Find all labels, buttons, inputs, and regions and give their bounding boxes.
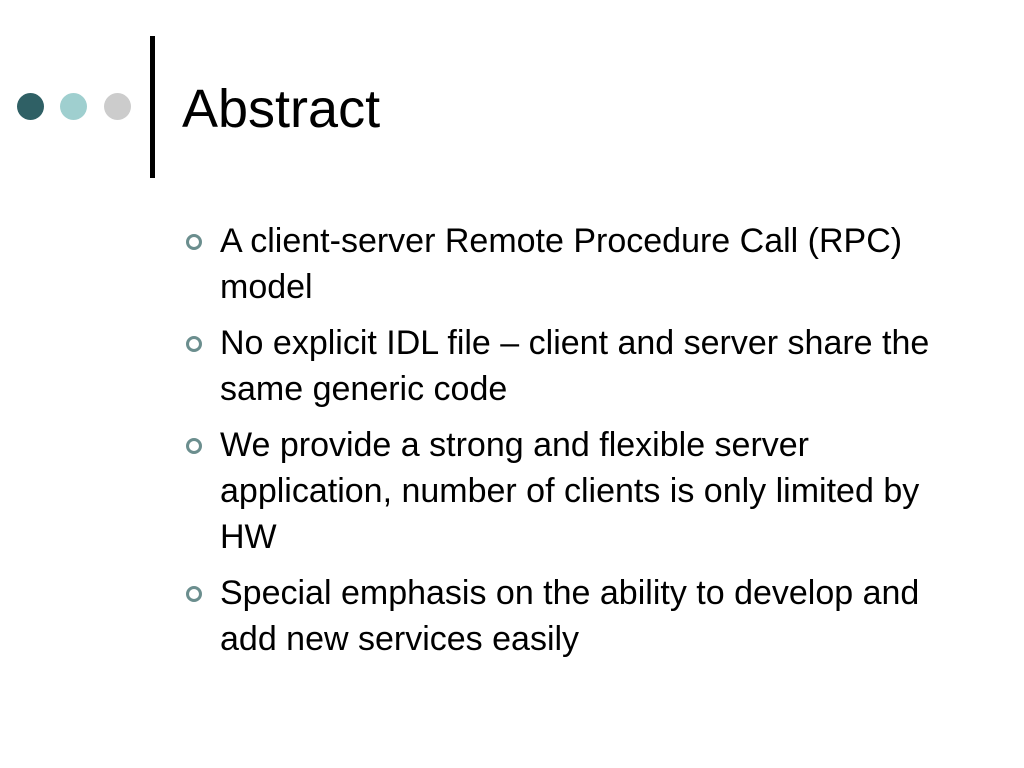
bullet-text: A client-server Remote Procedure Call (R… [220, 222, 903, 306]
ring-bullet-icon [186, 234, 202, 250]
bullet-text: No explicit IDL file – client and server… [220, 324, 930, 408]
ring-bullet-icon [186, 438, 202, 454]
title-divider [150, 36, 155, 178]
bullet-list: A client-server Remote Procedure Call (R… [183, 218, 973, 672]
ring-bullet-icon [186, 586, 202, 602]
dot-light-teal [60, 93, 87, 120]
dot-dark-teal [17, 93, 44, 120]
bullet-text: We provide a strong and flexible server … [220, 426, 920, 556]
ring-bullet-icon [186, 336, 202, 352]
bullet-text: Special emphasis on the ability to devel… [220, 574, 920, 658]
decorative-dots [17, 93, 137, 121]
bullet-item: A client-server Remote Procedure Call (R… [183, 218, 973, 310]
dot-gray [104, 93, 131, 120]
bullet-item: No explicit IDL file – client and server… [183, 320, 973, 412]
bullet-item: We provide a strong and flexible server … [183, 422, 973, 560]
slide-title: Abstract [182, 79, 381, 139]
bullet-item: Special emphasis on the ability to devel… [183, 570, 973, 662]
